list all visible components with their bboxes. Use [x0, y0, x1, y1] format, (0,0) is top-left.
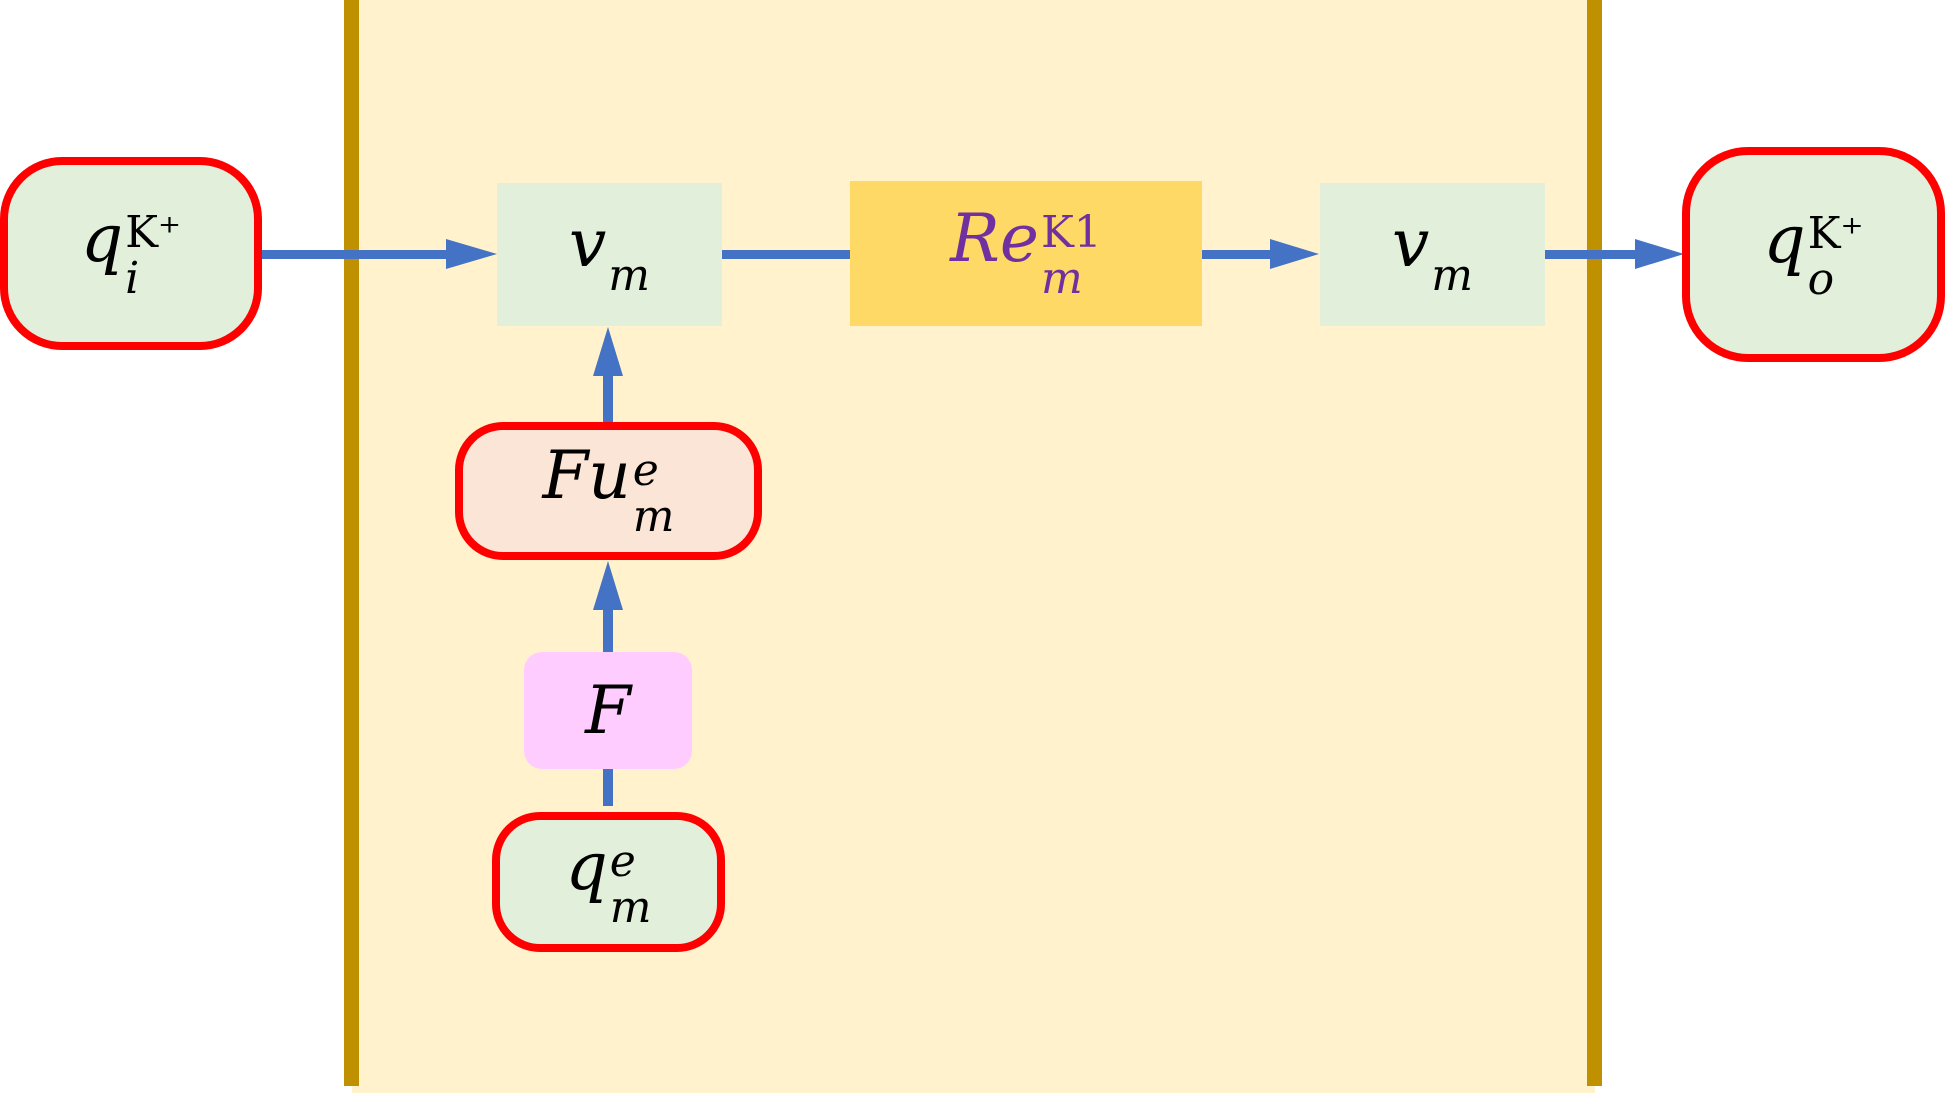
q-output-base: q — [1763, 200, 1806, 278]
q-output-sup: K⁺ — [1807, 208, 1864, 260]
node-f[interactable]: F — [524, 652, 692, 769]
re-sup: K1 — [1040, 207, 1102, 259]
q-e-base: q — [565, 828, 608, 906]
f-base: F — [585, 671, 631, 749]
q-e-sup: e — [609, 835, 636, 887]
v-output-base: v — [1391, 204, 1430, 282]
node-f-label: F — [585, 677, 631, 744]
fu-base: Fu — [542, 437, 631, 515]
v-input-sub: m — [608, 250, 651, 302]
v-output-sub: m — [1431, 250, 1474, 302]
fu-sup: e — [632, 444, 659, 496]
panel-right-border — [1587, 0, 1602, 1086]
q-input-sup: K⁺ — [125, 207, 182, 259]
q-output-sub: o — [1807, 254, 1835, 306]
panel-left-border — [344, 0, 359, 1086]
q-input-base: q — [80, 199, 124, 277]
arrowhead-v-out-to-q-out — [1635, 239, 1684, 269]
q-input-sub: i — [125, 253, 140, 305]
fu-sub: m — [632, 490, 675, 542]
re-sub: m — [1040, 253, 1083, 305]
re-base: Re — [950, 199, 1039, 277]
v-input-base: v — [568, 204, 607, 282]
q-e-sub: m — [609, 881, 652, 933]
